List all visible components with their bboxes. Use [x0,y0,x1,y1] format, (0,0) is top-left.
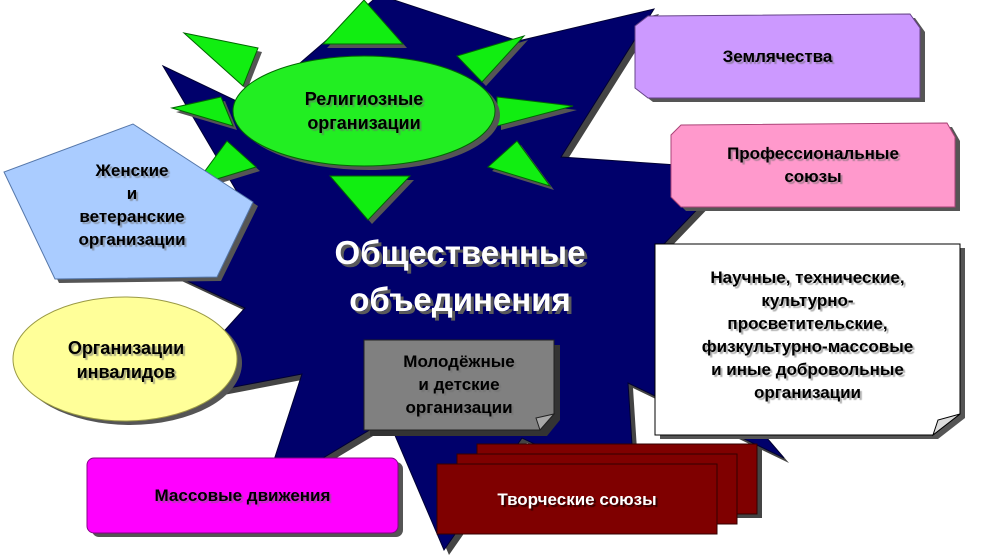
diagram-title: Общественные объединения [334,234,586,318]
compatriot-label: Землячества [722,46,833,66]
trade-unions-node [670,122,956,208]
youth-children-fold [535,413,556,431]
scientific-label: Научные, технические, культурно- просвет… [701,268,914,402]
creative-unions-label: Творческие союзы [497,489,657,509]
women-veterans-node [3,123,254,280]
disabled-label: Организации инвалидов [67,338,185,382]
mass-movements-node [86,457,399,534]
religious-label: Религиозные организации [304,89,424,133]
compatriot-node [634,13,921,99]
religious-node [232,55,496,167]
sun-ray-lower-right [487,140,552,187]
creative-unions-node [436,463,718,535]
mass-movements-label: Массовые движения [154,486,331,505]
disabled-node [12,296,238,422]
women-veterans-label: Женские и ветеранские организации [78,161,186,249]
sun-ray-top [321,0,405,45]
sun-ray-bottom [328,175,412,221]
sun-rays [170,0,574,221]
sun-ray-upper-right [456,35,526,83]
sun-ray-upper-left [182,32,259,87]
scientific-curl [932,413,961,437]
youth-children-label: Молодёжные и детские организации [403,351,515,417]
sun-ray-left [170,96,234,127]
trade-unions-label: Профессиональные союзы [727,144,899,186]
